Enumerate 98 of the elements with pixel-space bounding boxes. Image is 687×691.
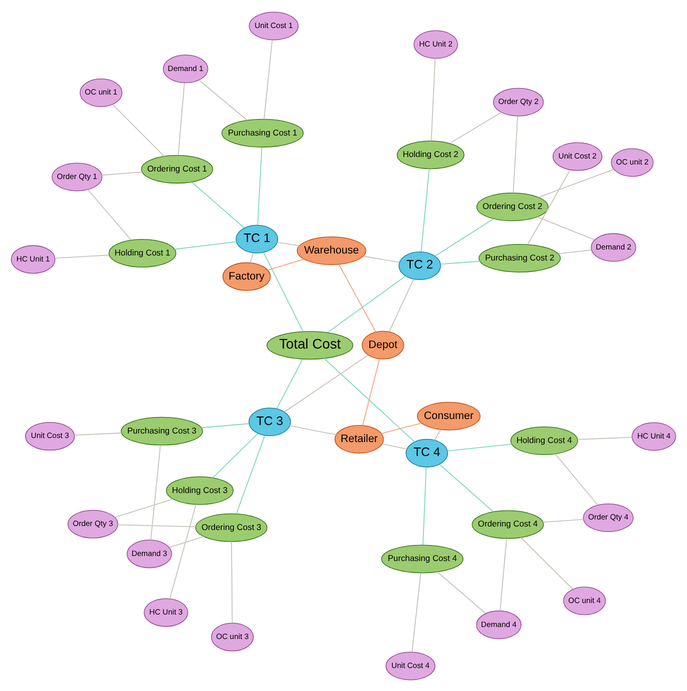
node-ellipse: Unit Cost 2 bbox=[552, 142, 602, 170]
connector bbox=[200, 422, 250, 428]
connector bbox=[380, 422, 422, 434]
connector bbox=[236, 434, 266, 514]
connector bbox=[436, 571, 486, 614]
connector bbox=[422, 466, 427, 545]
node-ellipse: Ordering Cost 1 bbox=[141, 154, 214, 184]
connector bbox=[276, 241, 300, 246]
connector bbox=[527, 168, 571, 244]
node-ellipse: Depot bbox=[362, 330, 404, 359]
connector bbox=[289, 424, 337, 435]
node-ellipse: Order Qty 2 bbox=[493, 87, 544, 116]
node-ellipse: Order Qty 4 bbox=[582, 503, 634, 532]
connector bbox=[264, 39, 273, 120]
connector bbox=[327, 275, 406, 333]
connector bbox=[114, 498, 174, 518]
node-ellipse: Warehouse bbox=[296, 236, 366, 265]
connector bbox=[257, 146, 262, 226]
node-ellipse: Ordering Cost 2 bbox=[476, 192, 549, 221]
node-ellipse: OC unit 3 bbox=[211, 622, 254, 651]
connector bbox=[512, 115, 518, 193]
connector bbox=[558, 249, 592, 254]
connector bbox=[174, 240, 237, 250]
node-ellipse: Retailer bbox=[334, 424, 384, 453]
node-ellipse: Purchasing Cost 2 bbox=[478, 243, 561, 272]
node-ellipse: Holding Cost 1 bbox=[108, 238, 176, 267]
connector bbox=[577, 436, 632, 440]
connector bbox=[117, 524, 196, 527]
connector bbox=[362, 255, 400, 262]
connector bbox=[447, 443, 512, 451]
node-ellipse: HC Unit 3 bbox=[144, 598, 188, 626]
connector bbox=[87, 188, 132, 240]
node-ellipse: HC Unit 4 bbox=[632, 422, 676, 450]
connector bbox=[74, 432, 122, 436]
node-ellipse: Demand 3 bbox=[126, 539, 172, 568]
node-ellipse: Order Qty 3 bbox=[68, 509, 118, 538]
connector bbox=[231, 540, 233, 623]
node-ellipse: Unit Cost 1 bbox=[248, 11, 299, 40]
connector bbox=[267, 258, 304, 270]
node-ellipse: Purchasing Cost 1 bbox=[221, 118, 304, 147]
node-ellipse: Order Qty 1 bbox=[52, 162, 102, 191]
node-ellipse: OC unit 4 bbox=[563, 586, 606, 615]
node-ellipse: Unit Cost 4 bbox=[386, 651, 436, 680]
node-ellipse: TC 2 bbox=[398, 251, 441, 280]
node-ellipse: HC Unit 2 bbox=[414, 30, 458, 58]
connector bbox=[150, 444, 161, 540]
connector bbox=[520, 536, 574, 590]
connector bbox=[538, 168, 614, 198]
connector bbox=[212, 432, 258, 478]
connector bbox=[439, 463, 494, 512]
connector bbox=[191, 181, 245, 228]
connector bbox=[440, 260, 480, 264]
node-ellipse: HC Unit 1 bbox=[10, 244, 56, 274]
connector bbox=[324, 358, 415, 442]
connector bbox=[536, 216, 595, 240]
connector bbox=[362, 358, 380, 426]
connector bbox=[178, 82, 185, 156]
node-ellipse: Consumer bbox=[416, 401, 480, 430]
connector bbox=[284, 354, 369, 412]
node-ellipse: Unit Cost 3 bbox=[25, 422, 75, 450]
node-ellipse: Holding Cost 4 bbox=[510, 426, 578, 454]
connector bbox=[388, 278, 414, 332]
node-ellipse: Ordering Cost 4 bbox=[472, 510, 544, 538]
connector bbox=[198, 79, 248, 120]
connector bbox=[54, 254, 110, 258]
connector bbox=[382, 442, 408, 450]
connector bbox=[250, 252, 254, 263]
connector bbox=[263, 251, 304, 332]
connector bbox=[112, 104, 165, 156]
node-ellipse: TC 4 bbox=[406, 438, 448, 467]
connector bbox=[542, 518, 584, 522]
node-ellipse: Demand 4 bbox=[476, 610, 522, 639]
connector bbox=[554, 453, 598, 505]
connector bbox=[276, 358, 304, 409]
node-ellipse: OC unit 1 bbox=[80, 78, 122, 107]
connector bbox=[434, 218, 494, 256]
node-ellipse: Purchasing Cost 3 bbox=[120, 416, 203, 445]
node-ellipse: Holding Cost 3 bbox=[166, 476, 234, 504]
connector bbox=[168, 536, 204, 548]
node-ellipse: TC 1 bbox=[236, 224, 278, 253]
connector bbox=[449, 111, 502, 144]
node-ellipse: Demand 1 bbox=[162, 54, 208, 83]
connector bbox=[101, 171, 143, 176]
node-ellipse: Holding Cost 2 bbox=[396, 140, 464, 169]
node-ellipse: Total Cost bbox=[266, 330, 354, 360]
node-ellipse: Demand 2 bbox=[590, 232, 636, 262]
connector bbox=[420, 168, 430, 252]
connector bbox=[412, 572, 422, 652]
connector bbox=[338, 263, 376, 332]
node-ellipse: Factory bbox=[222, 262, 271, 290]
node-ellipse: OC unit 2 bbox=[610, 148, 654, 176]
connector bbox=[500, 538, 508, 611]
node-ellipse: Ordering Cost 3 bbox=[195, 512, 268, 542]
connector bbox=[169, 504, 196, 599]
connector bbox=[434, 428, 442, 440]
node-ellipse: TC 3 bbox=[248, 407, 291, 436]
connector bbox=[430, 58, 436, 141]
node-ellipse: Purchasing Cost 4 bbox=[381, 544, 464, 573]
